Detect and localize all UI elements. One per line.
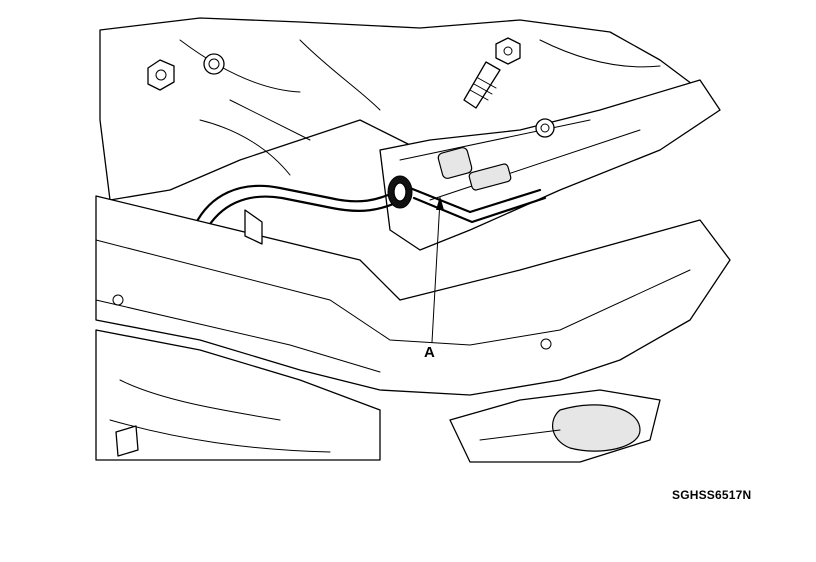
subframe-crossmember — [95, 195, 731, 396]
bolt-icon — [147, 59, 175, 91]
leader-arrowhead — [436, 196, 444, 210]
bolt-icon — [535, 118, 555, 138]
lower-assembly — [95, 329, 661, 463]
figure-code: SGHSS6517N — [672, 488, 752, 502]
callout-label-a: A — [424, 344, 435, 361]
callout-leader — [431, 199, 441, 343]
bolt-icon — [495, 37, 521, 65]
mount-bracket — [379, 79, 721, 251]
hose-assembly — [193, 147, 547, 234]
bolt-icon — [203, 53, 225, 75]
